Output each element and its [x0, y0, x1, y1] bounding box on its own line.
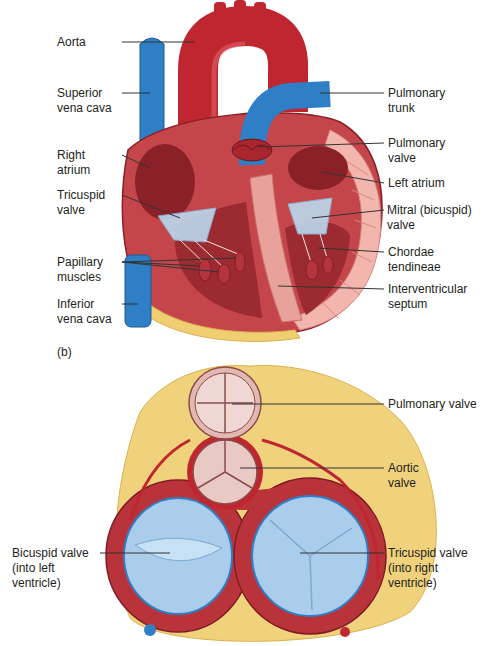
- part-label: Mitral (bicuspid) valve: [387, 203, 489, 233]
- part-label: Pulmonary valve: [388, 397, 488, 412]
- part-label: Left atrium: [388, 176, 488, 191]
- part-label: Chordae tendineae: [388, 245, 458, 275]
- part-label: Pulmonary trunk: [388, 86, 458, 116]
- part-label: Bicuspid valve (into left ventricle): [12, 546, 97, 591]
- part-label: Interventricular septum: [388, 282, 488, 312]
- part-label: Tricuspid valve: [57, 188, 119, 218]
- part-label: Pulmonary valve: [388, 136, 458, 166]
- part-label: Papillary muscles: [57, 255, 119, 285]
- part-label: Inferior vena cava: [57, 297, 119, 327]
- valve-cross-section: [106, 365, 436, 641]
- part-label: Superior vena cava: [57, 86, 119, 116]
- part-label: (b): [57, 345, 97, 360]
- frontal-section: [122, 0, 382, 341]
- part-label: Aorta: [57, 35, 119, 50]
- leader-lines: [100, 42, 384, 553]
- part-label: Right atrium: [57, 148, 119, 178]
- part-label: Tricuspid valve (into right ventricle): [388, 546, 488, 591]
- part-label: Aortic valve: [388, 461, 438, 491]
